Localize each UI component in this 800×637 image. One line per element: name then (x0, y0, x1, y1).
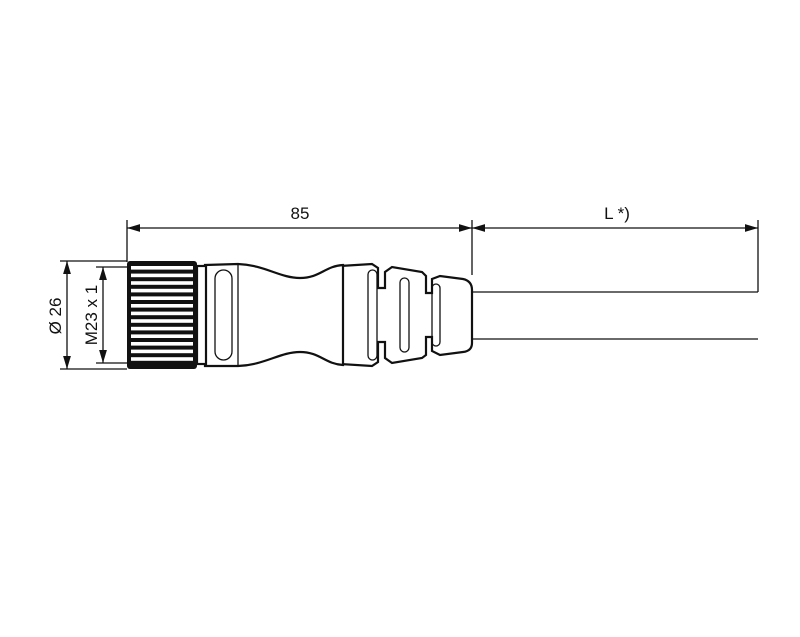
dim-85-label: 85 (291, 204, 310, 223)
knurl-rib (131, 342, 193, 346)
knurl-rib (131, 319, 193, 323)
strain-relief-boot (338, 262, 474, 368)
knurl-rib (131, 304, 193, 308)
knurl-rib (131, 311, 193, 316)
knurl-rib (131, 288, 193, 293)
knurl-rib (131, 266, 193, 270)
dim-l-label: L *) (604, 204, 630, 223)
knurl-rib (131, 273, 193, 278)
connector-body (195, 262, 345, 368)
dimension-diameter: Ø 26 (46, 260, 127, 370)
coupling-nut (127, 261, 197, 369)
knurl-rib (131, 357, 193, 361)
dimension-thread: M23 x 1 (82, 266, 127, 364)
dim-thread-label: M23 x 1 (82, 285, 101, 345)
cable (472, 291, 758, 340)
knurl-rib (131, 296, 193, 300)
knurl-rib (131, 326, 193, 331)
dim-diameter-label: Ø 26 (46, 298, 65, 335)
dimension-l: L *) (472, 204, 759, 292)
knurl-rib (131, 281, 193, 285)
knurl-rib (131, 349, 193, 354)
knurl-rib (131, 334, 193, 338)
